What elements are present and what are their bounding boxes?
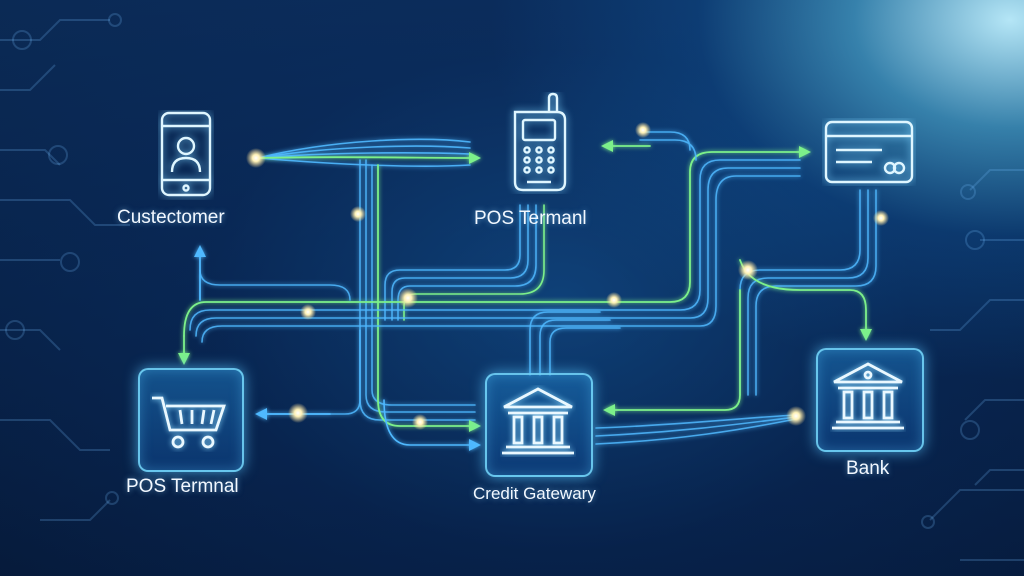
bank-building-icon [502, 387, 574, 455]
credit-card-icon [824, 120, 914, 184]
glow-point [246, 148, 266, 168]
glow-points [246, 122, 889, 430]
glow-point [288, 403, 308, 423]
glow-point [412, 414, 428, 430]
pos-terminal-top-label: POS Termanl [474, 208, 587, 229]
glow-point [300, 304, 316, 320]
glow-point [738, 260, 758, 280]
bank-building-icon [832, 362, 904, 430]
pos-terminal-icon [513, 92, 567, 192]
credit-gateway-label: Credit Gatewary [473, 484, 596, 503]
pos-terminal-bottom-label: POS Termnal [126, 476, 239, 497]
glow-point [398, 288, 418, 308]
glow-point [786, 406, 806, 426]
customer-label: Custectomer [117, 207, 225, 228]
glow-point [635, 122, 651, 138]
smartphone-user-icon [160, 111, 212, 197]
shopping-cart-icon [152, 396, 226, 449]
glow-point [350, 206, 366, 222]
glow-point [873, 210, 889, 226]
glow-point [606, 292, 622, 308]
bank-label: Bank [846, 458, 890, 479]
